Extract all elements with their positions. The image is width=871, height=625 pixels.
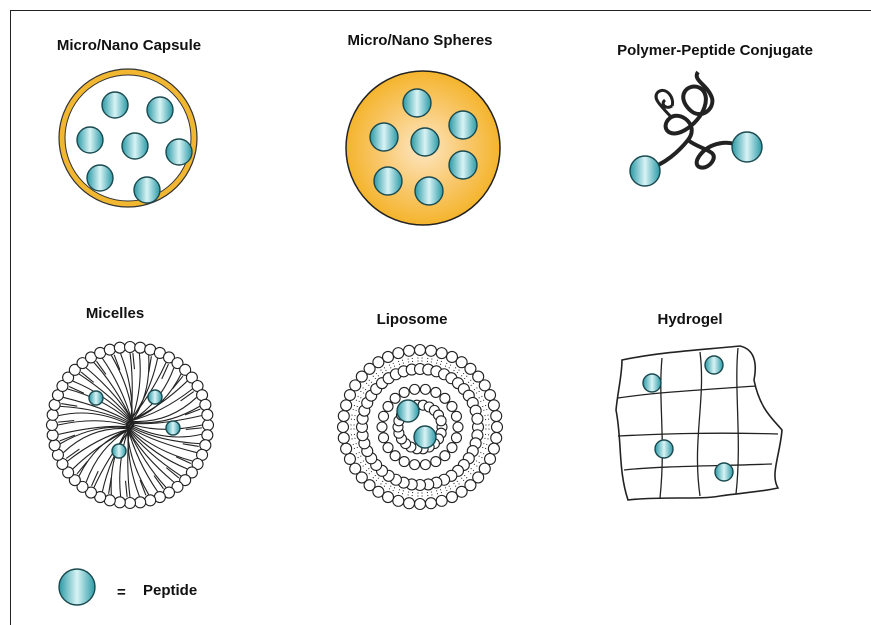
hydrogel-illustration [616, 346, 782, 500]
panel-title-spheres: Micro/Nano Spheres [347, 32, 492, 49]
peptide-icon [715, 463, 733, 481]
peptide-icon [102, 92, 128, 118]
peptide-icon [630, 156, 660, 186]
peptide-icon [112, 444, 126, 458]
legend-label: Peptide [143, 582, 197, 599]
conjugate-illustration [630, 72, 762, 186]
panel-title-liposome: Liposome [377, 311, 448, 328]
peptide-icon [449, 151, 477, 179]
peptide-icon [414, 426, 436, 448]
peptide-icon [148, 390, 162, 404]
peptide-icon [89, 391, 103, 405]
spheres-illustration [346, 71, 500, 225]
legend-equals: = [117, 584, 126, 601]
peptide-icon [122, 133, 148, 159]
panel-title-conjugate: Polymer-Peptide Conjugate [617, 42, 813, 59]
panel-title-micelles: Micelles [86, 305, 144, 322]
peptide-icon [134, 177, 160, 203]
peptide-icon [403, 89, 431, 117]
peptide-icon [732, 132, 762, 162]
peptide-icon [449, 111, 477, 139]
peptide-icon [415, 177, 443, 205]
peptide-icon [705, 356, 723, 374]
peptide-icon [147, 97, 173, 123]
peptide-icon [655, 440, 673, 458]
peptide-icon [87, 165, 113, 191]
panel-title-hydrogel: Hydrogel [657, 311, 722, 328]
legend: = Peptide [59, 569, 197, 605]
micelles-illustration [47, 342, 214, 509]
peptide-icon [643, 374, 661, 392]
peptide-icon [411, 128, 439, 156]
peptide-icon [77, 127, 103, 153]
peptide-icon [166, 139, 192, 165]
peptide-icon [370, 123, 398, 151]
peptide-icon [166, 421, 180, 435]
legend-peptide-icon [59, 569, 95, 605]
capsule-illustration [59, 69, 197, 207]
peptide-icon [59, 569, 95, 605]
liposome-illustration [338, 345, 503, 510]
peptide-icon [397, 400, 419, 422]
panel-title-capsule: Micro/Nano Capsule [57, 37, 201, 54]
peptide-icon [374, 167, 402, 195]
